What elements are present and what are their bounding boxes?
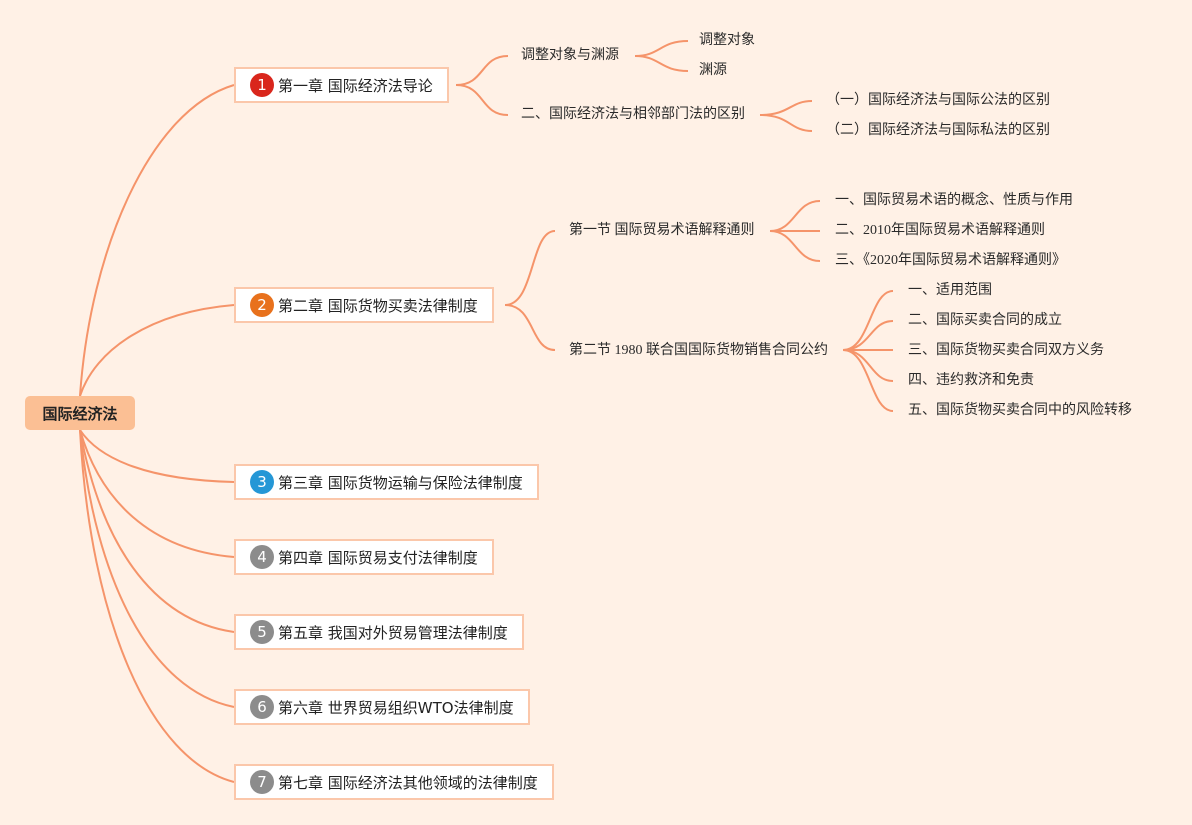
badge-5: 5 (250, 620, 274, 644)
connector-root-ch7 (79, 429, 235, 783)
connector-ch1b-1 (759, 100, 813, 116)
chapter-6-label: 第六章 世界贸易组织WTO法律制度 (278, 698, 514, 717)
connector-ch1a-2 (634, 55, 689, 72)
leaf-ch1-2-1[interactable]: （一）国际经济法与国际公法的区别 (826, 93, 1050, 108)
connector-ch1a-1 (634, 40, 689, 57)
connector-ch2b-5 (842, 349, 894, 412)
leaf-ch2-1-3[interactable]: 三、《2020年国际贸易术语解释通则》 (835, 253, 1066, 268)
connector-root-ch6 (79, 429, 235, 708)
connector-ch2-a (504, 230, 556, 306)
chapter-2-node[interactable]: 2 第二章 国际货物买卖法律制度 (234, 287, 494, 323)
chapter-7-label: 第七章 国际经济法其他领域的法律制度 (278, 773, 538, 792)
badge-3: 3 (250, 470, 274, 494)
connector-root-ch3 (79, 429, 235, 483)
connector-root-ch5 (79, 429, 235, 633)
leaf-ch1-1-2[interactable]: 渊源 (699, 63, 727, 78)
connector-ch1-b (455, 84, 509, 116)
root-topic[interactable]: 国际经济法 (25, 396, 135, 430)
chapter-6-node[interactable]: 6 第六章 世界贸易组织WTO法律制度 (234, 689, 530, 725)
chapter-7-node[interactable]: 7 第七章 国际经济法其他领域的法律制度 (234, 764, 554, 800)
leaf-ch2-2-1[interactable]: 一、适用范围 (908, 283, 992, 298)
connector-ch1-a (455, 55, 509, 86)
chapter-4-label: 第四章 国际贸易支付法律制度 (278, 548, 478, 567)
chapter-1-node[interactable]: 1 第一章 国际经济法导论 (234, 67, 449, 103)
chapter-5-label: 第五章 我国对外贸易管理法律制度 (278, 623, 508, 642)
chapter-1-label: 第一章 国际经济法导论 (278, 76, 433, 95)
badge-7: 7 (250, 770, 274, 794)
badge-2: 2 (250, 293, 274, 317)
subtopic-ch2-2[interactable]: 第二节 1980 联合国国际货物销售合同公约 (569, 343, 828, 358)
leaf-ch2-2-3[interactable]: 三、国际货物买卖合同双方义务 (908, 343, 1104, 358)
chapter-5-node[interactable]: 5 第五章 我国对外贸易管理法律制度 (234, 614, 524, 650)
badge-4: 4 (250, 545, 274, 569)
badge-1: 1 (250, 73, 274, 97)
leaf-ch1-1-1[interactable]: 调整对象 (699, 33, 755, 48)
connector-ch2-b (504, 304, 556, 351)
chapter-3-node[interactable]: 3 第三章 国际货物运输与保险法律制度 (234, 464, 539, 500)
connector-root-ch1 (79, 84, 235, 397)
leaf-ch2-2-4[interactable]: 四、违约救济和免责 (908, 373, 1034, 388)
badge-6: 6 (250, 695, 274, 719)
chapter-4-node[interactable]: 4 第四章 国际贸易支付法律制度 (234, 539, 494, 575)
connector-root-ch2 (79, 304, 235, 397)
connector-ch2a-1 (769, 200, 821, 232)
connector-ch1b-2 (759, 114, 813, 132)
subtopic-ch1-1[interactable]: 调整对象与渊源 (521, 48, 619, 63)
subtopic-ch2-1[interactable]: 第一节 国际贸易术语解释通则 (569, 223, 755, 238)
leaf-ch2-2-5[interactable]: 五、国际货物买卖合同中的风险转移 (908, 403, 1132, 418)
connector-ch2b-1 (842, 290, 894, 351)
connector-root-ch4 (79, 429, 235, 558)
chapter-2-label: 第二章 国际货物买卖法律制度 (278, 296, 478, 315)
leaf-ch2-1-1[interactable]: 一、国际贸易术语的概念、性质与作用 (835, 193, 1073, 208)
leaf-ch1-2-2[interactable]: （二）国际经济法与国际私法的区别 (826, 123, 1050, 138)
leaf-ch2-2-2[interactable]: 二、国际买卖合同的成立 (908, 313, 1062, 328)
leaf-ch2-1-2[interactable]: 二、2010年国际贸易术语解释通则 (835, 223, 1045, 238)
chapter-3-label: 第三章 国际货物运输与保险法律制度 (278, 473, 523, 492)
connector-ch2a-3 (769, 230, 821, 262)
subtopic-ch1-2[interactable]: 二、国际经济法与相邻部门法的区别 (521, 107, 745, 122)
